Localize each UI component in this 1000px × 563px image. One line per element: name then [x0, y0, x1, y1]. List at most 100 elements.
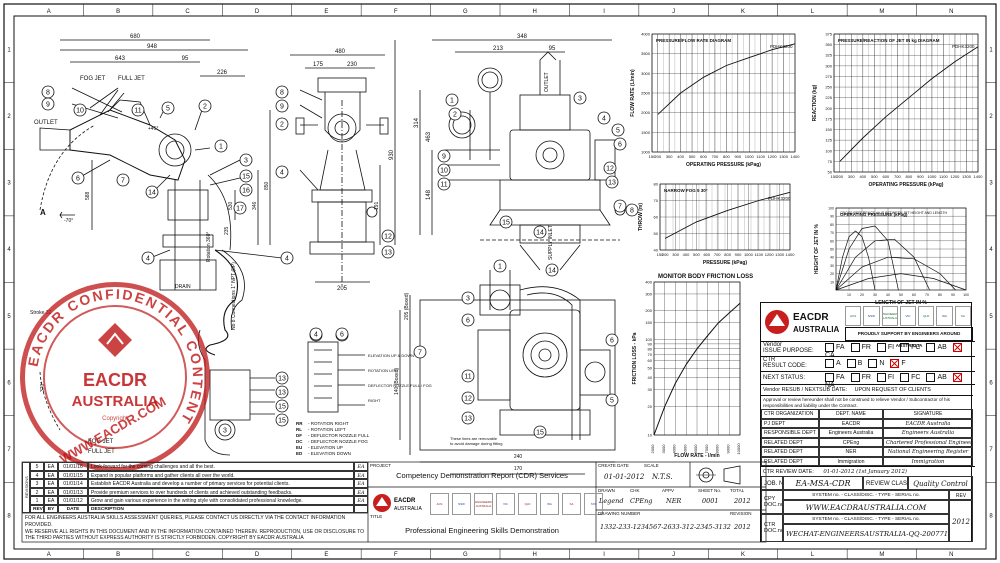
chart-5-ytick: 40	[648, 375, 653, 380]
chart-4-ytick: 60	[830, 239, 834, 243]
chart-4-title: OPERATING PRESSURE (kPag)	[840, 212, 908, 217]
front-callout-2: 2	[280, 122, 284, 129]
chart-1-xlabel: OPERATING PRESSURE (kPag)	[686, 162, 761, 168]
issue-purpose-ca-checkbox[interactable]	[952, 343, 962, 352]
result-code-f[interactable]: F	[890, 359, 906, 368]
chart-1-ytick: 2500	[641, 91, 651, 96]
issue-purpose-ca-label: CA	[825, 352, 835, 359]
job-no-label: JOB. NO.	[761, 476, 783, 490]
issue-purpose-fa[interactable]: FA	[825, 343, 845, 352]
chart-2-ytick: 250	[825, 85, 832, 90]
side-label-angle-plus45: +45°	[148, 126, 158, 132]
next-status-fi[interactable]: FI	[876, 373, 894, 382]
result-code-a-checkbox[interactable]	[825, 359, 834, 368]
issue-purpose-ab-checkbox[interactable]	[926, 343, 936, 352]
legend-code-RL: RL	[296, 427, 302, 432]
side-callout-6-bubble	[71, 171, 85, 185]
grid-col-bottom-L: L	[811, 552, 815, 558]
chart-2-ytick: 100	[825, 148, 832, 153]
next-status-na[interactable]: NA	[825, 373, 964, 389]
next-status-ab-checkbox[interactable]	[926, 373, 936, 382]
next-status-fc[interactable]: FC	[900, 373, 921, 382]
footer-logo-7: TAS	[584, 493, 603, 515]
next-status-label: NEXT STATUS:	[763, 375, 806, 381]
rear-callout-11: 11	[464, 374, 471, 381]
chart-2-ytick: 175	[825, 116, 832, 121]
result-code-b[interactable]: B	[846, 359, 862, 368]
chart-5-ytick: 200	[645, 308, 652, 313]
next-status-fi-checkbox[interactable]	[876, 373, 886, 382]
grid-col-bottom-N: N	[949, 552, 953, 558]
chart-2-xtick: 1200	[951, 174, 961, 179]
next-status-fa-checkbox[interactable]	[825, 373, 834, 382]
chart-1-xtick: 300	[666, 154, 673, 159]
valve-callout-2-bubble	[448, 107, 462, 121]
next-status-ab[interactable]: AB	[926, 373, 947, 382]
chart-5-ytick: 400	[645, 280, 652, 285]
partner-logo-1: NSW	[863, 306, 880, 326]
org-cell: RELATED DEPT	[761, 447, 819, 457]
chart-5-ytick: 10	[648, 433, 653, 438]
side-callout-15-bubble	[239, 169, 253, 183]
project-value: Competency Demonstration Report (CDR) Se…	[396, 471, 568, 480]
notice-line-1: FOR ALL ENGINEERS AUSTRALIA SKILLS ASSES…	[25, 515, 346, 528]
result-code-a[interactable]: A	[825, 359, 841, 368]
footer-logo-1: NSW	[452, 493, 471, 515]
issue-purpose-fi[interactable]: FI	[876, 343, 894, 352]
chart-2-ytick: 75	[828, 159, 833, 164]
result-code-f-checkbox[interactable]	[890, 359, 900, 368]
issue-purpose-ca[interactable]: CA	[825, 343, 964, 359]
result-code-n[interactable]: N	[868, 359, 884, 368]
result-code-label: RESULT CODE:	[763, 363, 807, 369]
side-callout-6: 6	[76, 176, 80, 183]
chart-2-ytick: 225	[825, 95, 832, 100]
side-callout-5-bubble	[161, 101, 175, 115]
chart-3-xtick: 1000	[744, 252, 754, 257]
next-status-na-checkbox[interactable]	[952, 373, 962, 382]
chart-3-xtick: 1200	[765, 252, 775, 257]
grid-col-bottom-B: B	[116, 552, 120, 558]
ctr-doc-value: WECHAT-ENGINEERSAUSTRALIA-QQ-200771821	[783, 524, 949, 542]
next-status-fr[interactable]: FR	[850, 373, 871, 382]
grid-row-5: 5	[7, 314, 11, 320]
vendor-label: Vendor	[763, 342, 783, 348]
drawing-info-block: CREATE DATE 01-01-2012 SCALE N.T.S. DRAW…	[596, 462, 766, 542]
issue-purpose-fc[interactable]: FC	[900, 343, 920, 352]
issue-purpose-fr[interactable]: FR	[850, 343, 871, 352]
side-callout-1-bubble	[214, 139, 228, 153]
front-callout-8: 8	[280, 90, 284, 97]
issue-purpose-fr-checkbox[interactable]	[850, 343, 860, 352]
footer-logo-0: ACS	[430, 493, 449, 515]
sheet-value: 0001	[702, 497, 719, 505]
revision-cell: EA	[44, 462, 58, 471]
result-code-b-checkbox[interactable]	[846, 359, 856, 368]
next-status-fc-checkbox[interactable]	[900, 373, 910, 382]
revision-cell: Look forward for the coming challenges a…	[88, 462, 354, 471]
valve-callout-14: 14	[536, 230, 544, 237]
next-status-na-label: NA	[825, 382, 835, 389]
appv-value: NER	[666, 497, 682, 505]
next-status-fc-label: FC	[911, 374, 921, 382]
revision-cell: EA	[354, 487, 368, 496]
issue-purpose-fi-checkbox[interactable]	[876, 343, 886, 352]
grid-col-G: G	[463, 9, 468, 15]
partner-logo-0: ACS	[845, 306, 862, 326]
issue-purpose-fa-checkbox[interactable]	[825, 343, 834, 352]
next-status-fa[interactable]: FA	[825, 373, 845, 382]
detail-callout-13-2-bubble	[275, 371, 289, 385]
next-status-fr-checkbox[interactable]	[850, 373, 860, 382]
issue-purpose-fc-checkbox[interactable]	[900, 343, 910, 352]
issue-purpose-ab[interactable]: AB	[926, 343, 947, 352]
side-callout-1: 1	[219, 144, 223, 151]
valve-callout-8: 8	[630, 208, 634, 215]
grid-col-bottom-H: H	[533, 552, 537, 558]
result-code-n-checkbox[interactable]	[868, 359, 878, 368]
detail-callout-4-0: 4	[314, 332, 318, 339]
chart-2-ytick: 275	[825, 74, 832, 79]
next-status-ab-label: AB	[937, 374, 947, 382]
chart-2-xtick: 900	[917, 174, 924, 179]
